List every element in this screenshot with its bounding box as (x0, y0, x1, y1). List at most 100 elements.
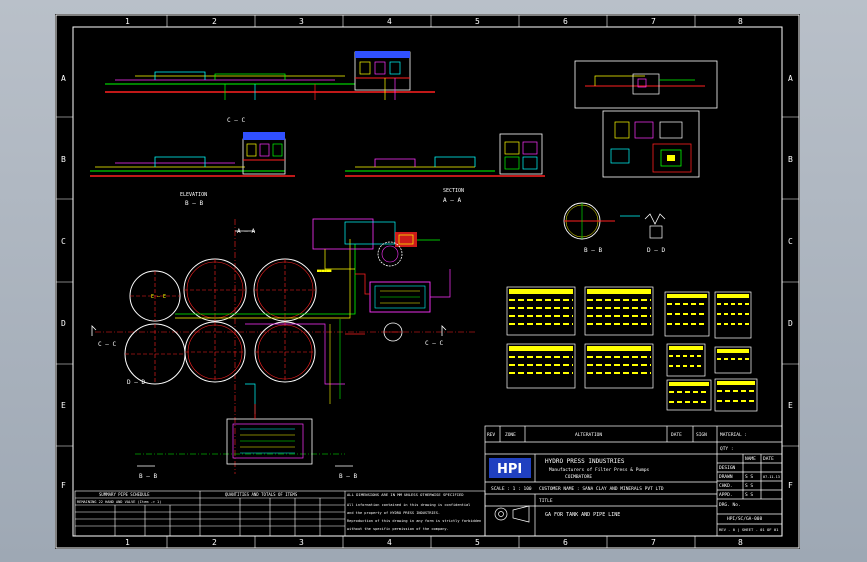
section-label-cc-plan: C — C (98, 341, 116, 348)
elevation-bb[interactable]: ELEVATION B — B (90, 132, 295, 207)
row-label: A (61, 74, 66, 83)
tb-row-name: S S (745, 474, 753, 480)
grid-ticks (56, 15, 799, 548)
col-label: 8 (738, 538, 743, 547)
row-label: B (61, 155, 66, 164)
section-label-cc: C — C (227, 117, 245, 124)
right-table-title: ALL DIMENSIONS ARE IN MM UNLESS OTHERWIS… (347, 492, 464, 497)
tb-row-name: S S (745, 483, 753, 489)
row-label: C (61, 237, 66, 246)
col-label: 1 (125, 538, 130, 547)
tb-row-date: 07-11-13 (763, 475, 780, 479)
title-label: TITLE (539, 498, 553, 504)
customer-label: CUSTOMER NAME : SANA CLAY AND MINERALS P… (539, 486, 664, 492)
company-subtitle: Manufacturers of Filter Press & Pumps (549, 467, 650, 473)
col-label: 2 (212, 538, 217, 547)
tb-row-label: DRAWN (719, 474, 733, 480)
section-label-bb: B — B (185, 200, 203, 207)
tb-row-label: CHKD. (719, 483, 733, 489)
plan-view[interactable]: A — A C — C C — C E — E D — D (91, 218, 475, 480)
section-sublabel-aa: SECTION (443, 188, 464, 194)
grid-row-labels: A B C D E F A B C D E F (61, 74, 793, 490)
schedule-tables (506, 286, 758, 412)
row-label: B (788, 155, 793, 164)
detail-plan-box[interactable] (602, 110, 700, 178)
company-logo-text: HPI (497, 462, 522, 477)
note-line: All information contained in this drawin… (347, 503, 470, 507)
col-label: 5 (475, 538, 480, 547)
row-label: F (61, 481, 66, 490)
section-label-dd-plan: D — D (127, 379, 145, 386)
inner-border (72, 26, 783, 537)
note-line: without the specific permission of the c… (347, 527, 449, 531)
section-label-cc-plan-right: C — C (425, 340, 443, 347)
tb-drg-no-value: HPI/SC/GA-008 (727, 516, 763, 522)
tb-sheet-label: REV - 0 | SHEET - 01 OF 01 (719, 527, 779, 532)
tb-name-col: NAME (745, 456, 756, 462)
note-line: and the property of HYDRO PRESS INDUSTRI… (347, 511, 440, 515)
tb-drg-no-label: DRG. No. (719, 502, 741, 508)
tb-row-name: S S (745, 492, 753, 498)
projection-symbol-icon (494, 507, 508, 521)
col-label: 8 (738, 17, 743, 26)
col-label: 3 (299, 538, 304, 547)
section-label-aa-plan: A — A (237, 228, 255, 235)
col-label: 6 (563, 17, 568, 26)
tb-header-date: DATE (671, 432, 682, 438)
row-label: C (788, 237, 793, 246)
col-label: 2 (212, 17, 217, 26)
drawing-sheet[interactable]: 1 2 3 4 5 6 7 8 1 2 3 4 5 6 7 8 A B C D (55, 14, 800, 549)
tb-header-alteration: ALTERATION (575, 432, 602, 438)
tb-material-label: MATERIAL : (720, 432, 747, 438)
row-label: D (788, 319, 793, 328)
scale-label: SCALE : 1 : 100 (491, 486, 532, 492)
title-block (484, 425, 783, 537)
small-section-bb[interactable]: B — B (563, 202, 615, 254)
left-table-title: SUMMARY PIPE SCHEDULE (99, 492, 150, 497)
left-table-subtitle: REMAINING 22 HAND AND VALVE (Item -> 1) (77, 500, 161, 504)
row-label: E (61, 401, 66, 410)
tb-row-label: DESIGN (719, 465, 736, 471)
row-label: A (788, 74, 793, 83)
col-label: 5 (475, 17, 480, 26)
tb-qty-label: QTY : (720, 446, 734, 452)
row-label: D (61, 319, 66, 328)
section-aa[interactable]: SECTION A — A (345, 133, 545, 204)
section-label-bb-plan-right: B — B (339, 473, 357, 480)
col-label: 7 (651, 538, 656, 547)
company-logo (489, 458, 531, 478)
row-label: F (788, 481, 793, 490)
col-label: 3 (299, 17, 304, 26)
col-label: 1 (125, 17, 130, 26)
elevation-cc[interactable]: C — C (105, 51, 435, 124)
drawing-canvas: 1 2 3 4 5 6 7 8 1 2 3 4 5 6 7 8 A B C D (55, 14, 800, 549)
tb-header-zone: ZONE (505, 432, 516, 438)
section-label-aa: A — A (443, 197, 461, 204)
section-sublabel-bb: ELEVATION (180, 192, 207, 198)
row-label: E (788, 401, 793, 410)
small-section-dd[interactable]: D — D (620, 213, 665, 254)
drawing-title: GA FOR TANK AND PIPE LINE (545, 512, 620, 518)
bottom-tables (74, 490, 486, 537)
section-label-bb-small: B — B (584, 247, 602, 254)
mid-table-title: QUANTITIES AND TOTALS OF ITEMS (225, 492, 298, 497)
title-block-text: REV ZONE ALTERATION DATE SIGN MATERIAL :… (487, 432, 780, 532)
detail-elevation-box[interactable] (574, 60, 718, 109)
section-label-bb-plan-left: B — B (139, 473, 157, 480)
col-label: 6 (563, 538, 568, 547)
bottom-table-text: SUMMARY PIPE SCHEDULE REMAINING 22 HAND … (77, 492, 481, 531)
tb-date-col: DATE (763, 456, 774, 462)
note-line: Reproduction of this drawing in any form… (347, 519, 481, 523)
outer-border (55, 14, 800, 549)
grid-column-labels: 1 2 3 4 5 6 7 8 1 2 3 4 5 6 7 8 (125, 17, 743, 547)
tb-header-sign: SIGN (696, 432, 707, 438)
col-label: 4 (387, 17, 392, 26)
company-name: HYDRO PRESS INDUSTRIES (545, 458, 625, 465)
section-label-dd-small: D — D (647, 247, 665, 254)
col-label: 7 (651, 17, 656, 26)
col-label: 4 (387, 538, 392, 547)
tb-header-rev: REV (487, 432, 495, 438)
section-label-ee: E — E (151, 294, 166, 300)
company-location: COIMBATORE (565, 474, 592, 480)
